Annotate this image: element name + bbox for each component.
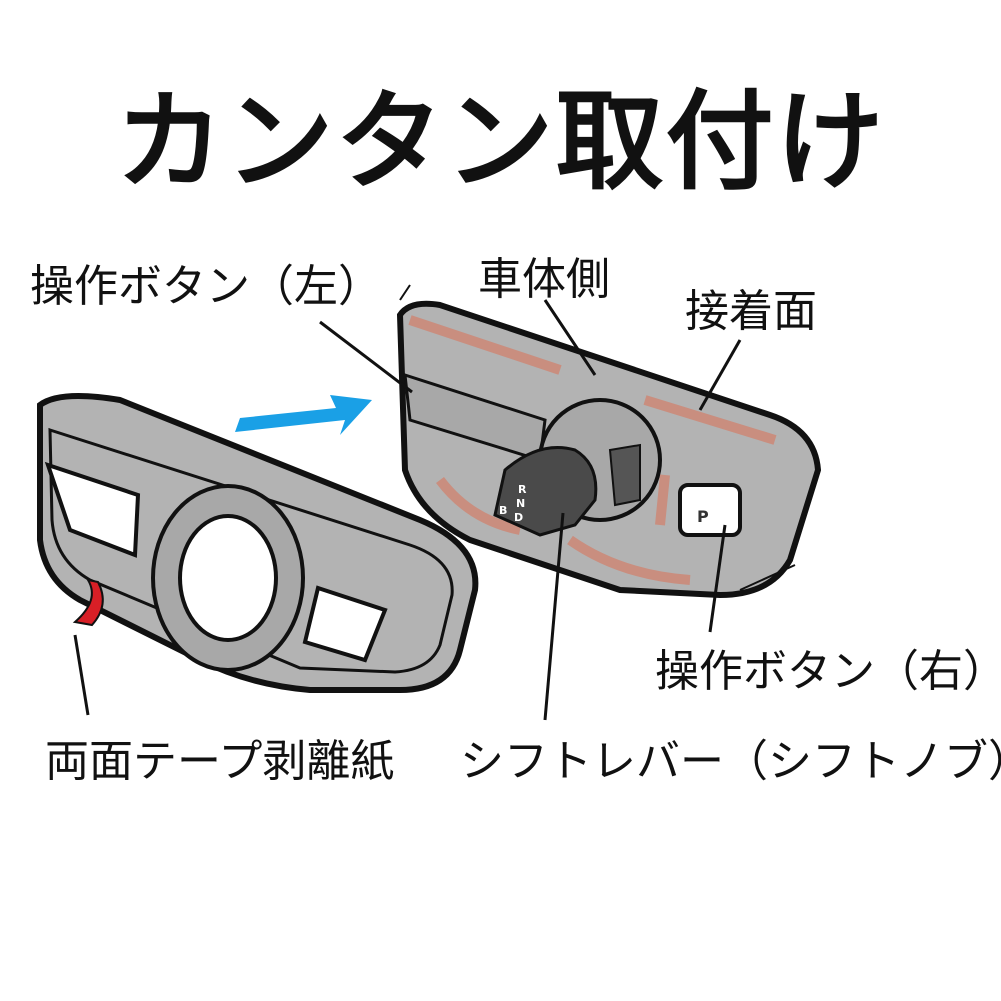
svg-text:R: R [518, 483, 527, 496]
label-right-button: 操作ボタン（右） [655, 646, 1001, 697]
shift-knob: R N D B [493, 446, 598, 537]
trim-cover [37, 393, 479, 693]
leader-lines [73, 299, 742, 721]
label-shift-lever: シフトレバー（シフトノブ） [460, 736, 1001, 787]
label-tape-liner: 両面テープ剥離紙 [45, 736, 395, 787]
p-button-label: P [697, 507, 709, 526]
label-left-button: 操作ボタン（左） [30, 261, 382, 312]
label-body-side: 車体側 [478, 254, 610, 305]
svg-text:B: B [499, 504, 507, 517]
svg-text:N: N [516, 497, 525, 510]
svg-text:D: D [514, 511, 523, 524]
page-title: カンタン取付け [115, 80, 886, 205]
arrow-icon [235, 395, 372, 435]
label-adhesive-surface: 接着面 [685, 286, 817, 337]
tape-liner-tab [72, 578, 104, 627]
